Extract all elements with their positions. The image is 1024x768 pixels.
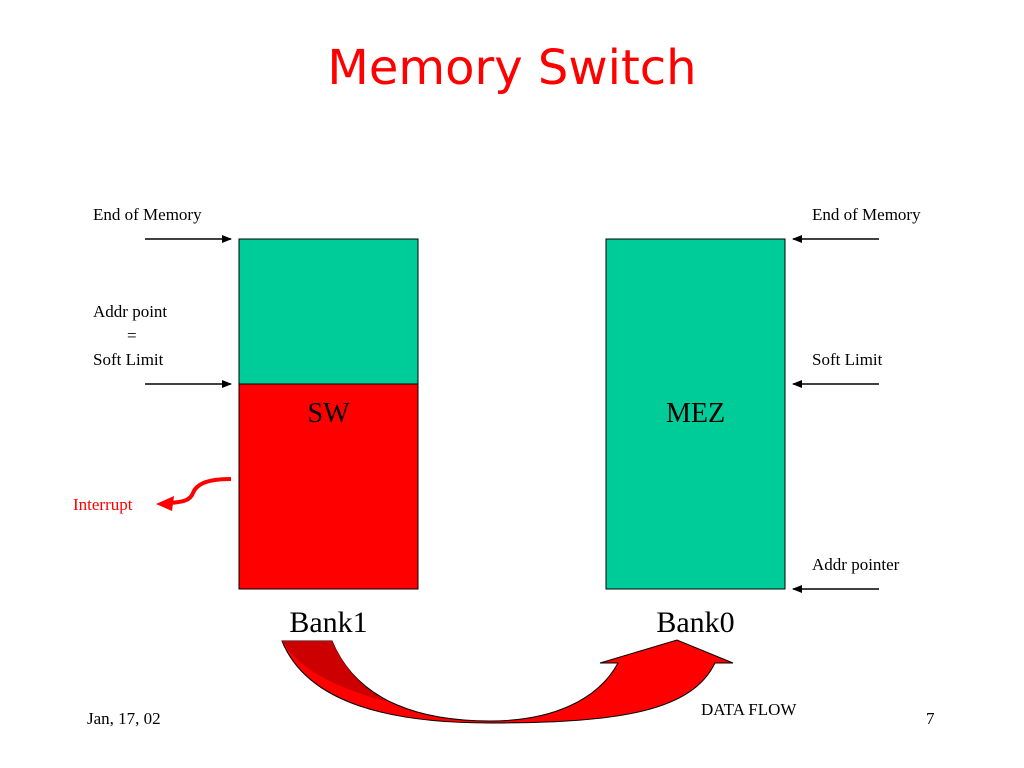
bank1-equals-label: = xyxy=(127,326,137,345)
interrupt-arrow xyxy=(169,477,232,505)
bank0-name: Bank0 xyxy=(656,606,735,639)
bank1-region-label: SW xyxy=(307,398,350,429)
data-flow-arrow-shade xyxy=(282,641,388,702)
bank0-addr-pointer-label: Addr pointer xyxy=(812,555,900,574)
bank1-name: Bank1 xyxy=(289,606,368,639)
bank0-soft-limit-label: Soft Limit xyxy=(812,350,883,369)
interrupt-arrowhead xyxy=(156,496,174,511)
bank0-region xyxy=(605,238,786,590)
slide-title: Memory Switch xyxy=(327,40,697,96)
bank1-soft-limit-label: Soft Limit xyxy=(93,350,164,369)
bank1-used-region xyxy=(238,383,419,590)
footer-date: Jan, 17, 02 xyxy=(87,709,161,728)
bank0-end-of-memory-label: End of Memory xyxy=(812,205,921,224)
bank1-free-region xyxy=(238,238,419,385)
bank1-end-of-memory-label: End of Memory xyxy=(93,205,202,224)
data-flow-arrow-body xyxy=(281,639,734,724)
bank0-region-label: MEZ xyxy=(665,398,726,429)
bank1-addr-point-label: Addr point xyxy=(93,302,168,321)
page-number: 7 xyxy=(926,709,935,728)
data-flow-label: DATA FLOW xyxy=(701,700,797,719)
interrupt-label: Interrupt xyxy=(73,495,133,514)
